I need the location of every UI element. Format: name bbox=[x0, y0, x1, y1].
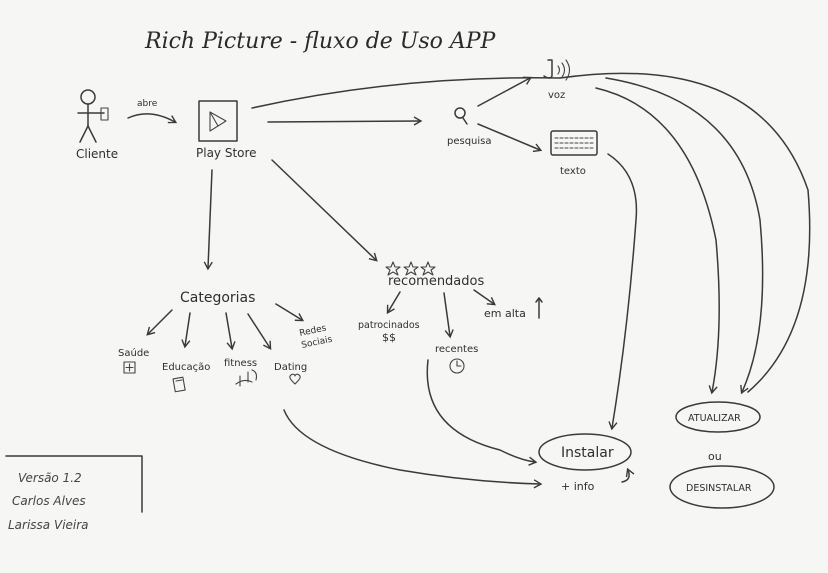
trend-up-icon bbox=[535, 297, 543, 319]
stick-figure-icon bbox=[77, 89, 109, 143]
abre-label: abre bbox=[137, 99, 158, 109]
dating-label: Dating bbox=[274, 362, 307, 373]
arrow-playstore-categorias bbox=[203, 169, 213, 271]
arrow-categorias-fitness bbox=[225, 312, 236, 351]
arrow-texto-instalar bbox=[607, 153, 638, 431]
arrow-voz-atualizar-2 bbox=[605, 77, 764, 395]
arrow-voz-atualizar bbox=[595, 87, 720, 395]
patrocinados-money: $$ bbox=[382, 331, 396, 344]
texto-label: texto bbox=[560, 166, 586, 177]
recomendados-label: recomendados bbox=[388, 274, 484, 289]
voice-icon bbox=[543, 59, 571, 81]
atualizar-button[interactable]: ATUALIZAR bbox=[675, 401, 761, 433]
instalar-label: Instalar bbox=[561, 445, 614, 461]
clock-icon bbox=[449, 358, 465, 374]
arrow-categorias-redes bbox=[275, 303, 305, 322]
ou-label: ou bbox=[708, 450, 722, 463]
author-2: Larissa Vieira bbox=[8, 518, 89, 532]
play-store-label: Play Store bbox=[196, 146, 257, 160]
fitness-label: fitness bbox=[224, 358, 257, 369]
arrow-recomendados-emalta bbox=[473, 289, 496, 306]
book-icon bbox=[172, 376, 186, 393]
author-1: Carlos Alves bbox=[12, 494, 86, 508]
desinstalar-label: DESINSTALAR bbox=[686, 483, 752, 494]
credits-box: Versão 1.2 Carlos Alves Larissa Vieira bbox=[5, 455, 143, 532]
arrow-playstore-atualizar bbox=[559, 72, 811, 393]
cliente-label: Cliente bbox=[76, 147, 118, 161]
pesquisa-label: pesquisa bbox=[447, 136, 492, 147]
arrow-categorias-info bbox=[283, 409, 543, 489]
keyboard-icon bbox=[550, 130, 598, 156]
abre-arrow bbox=[127, 113, 178, 124]
instalar-button[interactable]: Instalar bbox=[538, 433, 632, 471]
recentes-label: recentes bbox=[435, 344, 478, 355]
educacao-label: Educação bbox=[162, 362, 210, 373]
desinstalar-button[interactable]: DESINSTALAR bbox=[669, 465, 775, 509]
star-icon bbox=[385, 261, 436, 276]
info-label[interactable]: + info bbox=[561, 480, 595, 493]
arrow-pesquisa-voz bbox=[477, 76, 533, 107]
magnifier-icon bbox=[454, 107, 468, 125]
version-label: Versão 1.2 bbox=[18, 471, 82, 485]
arrow-playstore-curve bbox=[251, 77, 561, 109]
arrow-recomendados-patrocinados bbox=[386, 291, 401, 315]
arrow-playstore-pesquisa bbox=[267, 116, 423, 126]
dumbbell-icon bbox=[235, 369, 258, 387]
arrow-categorias-educacao bbox=[181, 312, 191, 349]
arrow-recentes-instalar bbox=[426, 359, 538, 466]
health-icon bbox=[123, 361, 136, 374]
em-alta-label: em alta bbox=[484, 307, 526, 320]
play-store-icon bbox=[198, 100, 238, 142]
patrocinados-label: patrocinados bbox=[358, 320, 420, 331]
arrow-info-instalar bbox=[621, 467, 635, 483]
atualizar-label: ATUALIZAR bbox=[688, 413, 741, 424]
saude-label: Saúde bbox=[118, 347, 149, 359]
arrow-recomendados-recentes bbox=[443, 292, 454, 339]
voz-label: voz bbox=[548, 90, 565, 101]
diagram-title: Rich Picture - fluxo de Uso APP bbox=[144, 29, 497, 54]
arrow-categorias-dating bbox=[247, 313, 272, 351]
arrow-categorias-saude bbox=[146, 309, 173, 336]
categorias-label: Categorias bbox=[180, 290, 255, 306]
heart-icon bbox=[289, 373, 301, 385]
arrow-playstore-recomendados bbox=[271, 159, 378, 262]
arrow-pesquisa-texto bbox=[477, 123, 543, 153]
